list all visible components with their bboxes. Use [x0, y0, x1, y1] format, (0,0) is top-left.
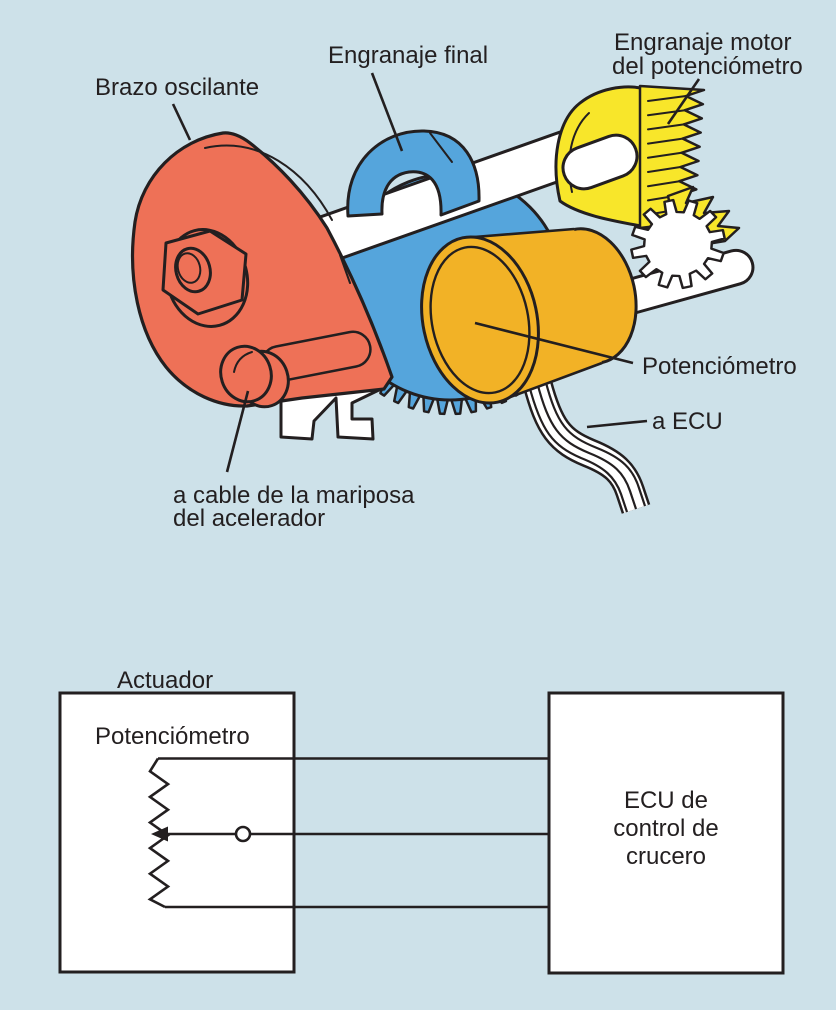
ecu-label-line2: control de [613, 815, 718, 842]
leader-engranaje-motor [666, 78, 701, 125]
arm-edge-contour [204, 144, 333, 221]
schematic-actuator-title: Actuador [117, 667, 213, 694]
ribbon-cable-strand-2 [535, 381, 638, 510]
label-a-cable-line1: a cable de la mariposa [173, 482, 415, 509]
circuit-schematic: Actuador Potenciómetro ECU de control de… [58, 667, 785, 975]
label-a-ecu: a ECU [652, 408, 723, 435]
wiper-terminal-circle [234, 825, 252, 843]
label-engranaje-final: Engranaje final [328, 42, 488, 69]
potentiometer-body [420, 227, 638, 405]
label-engranaje-motor-line1: Engranaje motor [614, 29, 791, 56]
ecu-label-line1: ECU de [624, 787, 708, 814]
label-brazo-oscilante: Brazo oscilante [95, 74, 259, 101]
actuator-box [58, 691, 296, 974]
leader-engranaje-final [370, 72, 404, 152]
leader-lines [171, 72, 701, 473]
final-gear-hub-crease [429, 132, 453, 163]
potentiometer-face [420, 235, 540, 405]
cable-pin-crease [233, 351, 253, 373]
arm-edge-tick [339, 254, 351, 284]
schematic-potentiometer-label: Potenciómetro [95, 723, 250, 750]
motor-gear-teeth-lines [647, 95, 687, 230]
final-gear-hub-band [346, 129, 481, 218]
pinion-gear [630, 198, 726, 290]
hex-nut-bore-inner [176, 252, 202, 284]
mechanism-illustration: Brazo oscilante Engranaje final Engranaj… [95, 29, 803, 532]
leader-brazo-oscilante [171, 103, 192, 141]
label-a-cable-line2: del acelerador [173, 505, 325, 532]
cable-pin-cap [219, 344, 273, 404]
wiper-arrow [151, 826, 168, 842]
leader-a-cable [225, 390, 250, 473]
ribbon-cable-strand-3 [543, 378, 647, 507]
pinion-gear-teeth [630, 198, 726, 290]
shaft-end-in-housing [561, 133, 639, 191]
leader-potenciometro [474, 321, 634, 365]
label-potenciometro: Potenciómetro [642, 353, 797, 380]
ribbon-cable-strand-1 [527, 384, 629, 513]
oscillating-arm [130, 131, 394, 409]
final-gear-hub [346, 129, 481, 218]
ecu-label-line3: crucero [626, 843, 706, 870]
ribbon-cable [522, 378, 651, 514]
label-engranaje-motor-line2: del potenciómetro [612, 53, 803, 80]
shaft-end-cap [561, 133, 639, 191]
leader-a-ecu [586, 419, 648, 429]
potentiometer-face-rim [429, 245, 531, 395]
